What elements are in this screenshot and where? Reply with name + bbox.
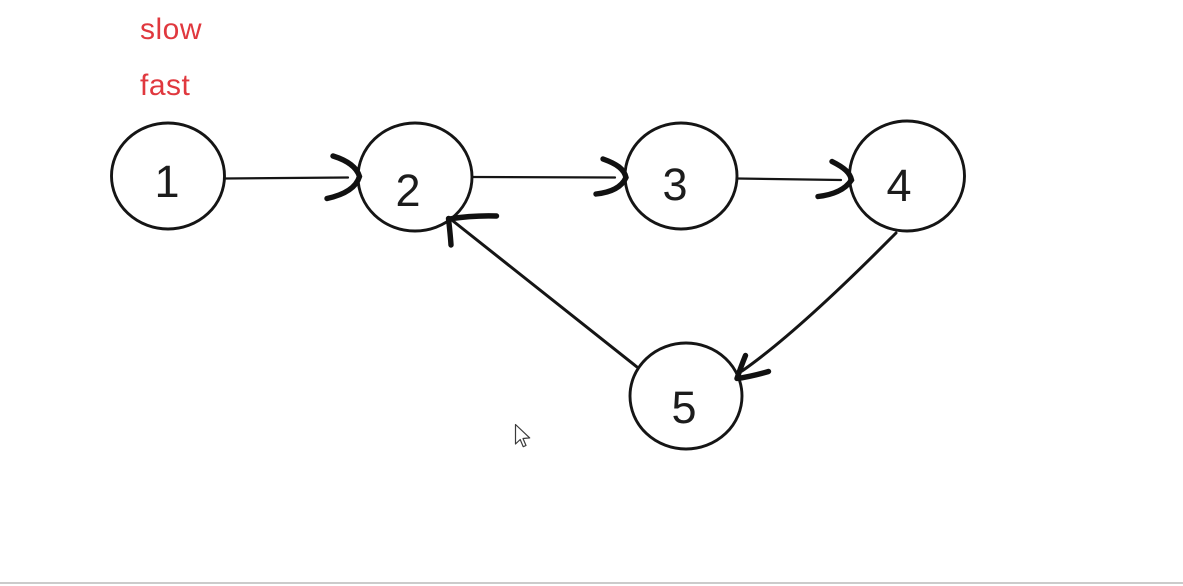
edge-3-4[interactable]: [735, 177, 843, 182]
annotation-fast[interactable]: fast: [140, 69, 191, 102]
edge-4-5[interactable]: [740, 231, 898, 373]
arrowhead-into-2[interactable]: [324, 153, 363, 202]
edge-5-2[interactable]: [451, 219, 639, 369]
annotation-slow[interactable]: slow: [140, 13, 203, 46]
arrowhead-into-2-from-5[interactable]: [445, 213, 500, 248]
bottom-divider: [0, 582, 1183, 584]
arrowhead-into-4[interactable]: [815, 158, 855, 200]
arrowhead-into-3[interactable]: [593, 156, 629, 197]
mouse-cursor: [514, 423, 531, 448]
node-1-circle[interactable]: [110, 121, 226, 231]
node-1-label[interactable]: 1: [154, 156, 179, 207]
node-3-label[interactable]: 3: [662, 159, 687, 210]
node-5-label[interactable]: 5: [671, 382, 696, 433]
edge-1-2[interactable]: [223, 176, 350, 180]
node-5-circle[interactable]: [628, 341, 744, 451]
node-2-label[interactable]: 2: [395, 165, 420, 216]
node-4-label[interactable]: 4: [886, 160, 911, 211]
arrowhead-into-5[interactable]: [734, 352, 772, 382]
edge-2-3[interactable]: [470, 175, 617, 179]
